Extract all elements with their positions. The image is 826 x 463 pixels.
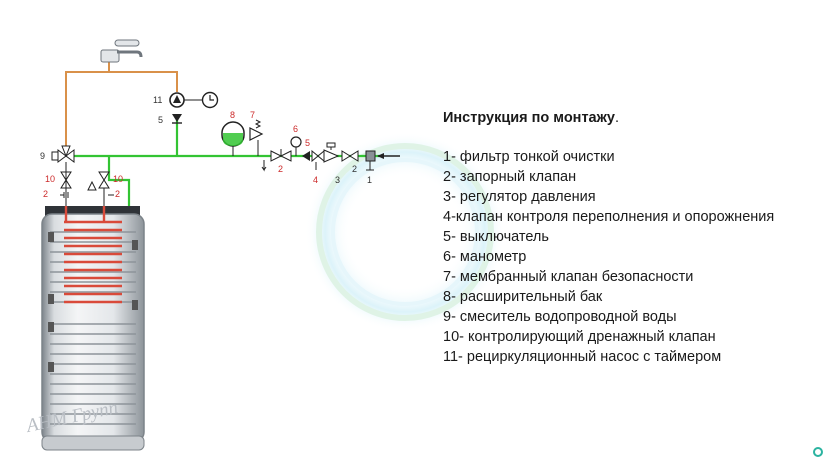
label-2-inlet: 2 xyxy=(352,164,357,174)
instruction-title-text: Инструкция по монтажу xyxy=(443,110,615,126)
drain-valve-left-icon xyxy=(60,162,72,206)
label-9: 9 xyxy=(40,151,45,161)
list-item: 4-клапан контроля переполнения и опорожн… xyxy=(443,209,775,225)
list-item: 1- фильтр тонкой очистки xyxy=(443,149,615,165)
label-10-right: 10 xyxy=(113,174,123,184)
watermark-rings xyxy=(305,132,505,332)
drain-valve-right-icon xyxy=(87,171,114,206)
label-4: 4 xyxy=(313,175,318,185)
list-item: 8- расширительный бак xyxy=(443,289,603,305)
faucet-icon xyxy=(100,39,143,63)
label-5: 5 xyxy=(305,138,310,148)
label-1: 1 xyxy=(367,175,372,185)
hot-water-pipe xyxy=(65,60,178,150)
instruction-title-dot: . xyxy=(614,110,619,126)
expansion-tank-icon xyxy=(221,121,245,156)
list-item: 7- мембранный клапан безопасности xyxy=(443,269,694,285)
filter-icon xyxy=(365,150,376,171)
inlet-arrow-icon xyxy=(377,153,400,159)
label-10-left: 10 xyxy=(45,174,55,184)
switch-icon xyxy=(302,151,310,161)
mixer-valve-icon xyxy=(51,145,75,163)
safety-valve-icon xyxy=(249,119,267,172)
corner-mark-icon xyxy=(813,447,823,457)
label-8: 8 xyxy=(230,110,235,120)
label-5-pump: 5 xyxy=(158,115,163,125)
label-2-right: 2 xyxy=(115,189,120,199)
label-3: 3 xyxy=(335,175,340,185)
list-item: 10- контролирующий дренажный клапан xyxy=(443,329,716,345)
list-item: 3- регулятор давления xyxy=(443,189,596,205)
label-2-main: 2 xyxy=(278,164,283,174)
label-2-left: 2 xyxy=(43,189,48,199)
list-item: 5- выключатель xyxy=(443,229,549,245)
timer-icon xyxy=(201,91,219,109)
label-7: 7 xyxy=(250,110,255,120)
overflow-valve-icon xyxy=(311,149,325,170)
inlet-valve-icon xyxy=(341,150,359,162)
list-item: 11- рециркуляционный насос с таймером xyxy=(443,349,722,365)
list-item: 9- смеситель водопроводной воды xyxy=(443,309,677,325)
water-tank xyxy=(41,206,145,451)
instruction-list: 1- фильтр тонкой очистки 2- запорный кла… xyxy=(443,147,774,367)
pressure-regulator-icon xyxy=(323,142,340,163)
check-valve-icon xyxy=(172,114,182,124)
component-labels: 9 10 2 10 2 11 5 8 7 6 5 2 4 3 2 1 xyxy=(40,95,372,199)
list-item: 2- запорный клапан xyxy=(443,169,577,185)
label-6: 6 xyxy=(293,124,298,134)
recirculation-pump-icon xyxy=(169,92,202,108)
label-11: 11 xyxy=(153,95,162,105)
instruction-panel: Инструкция по монтажу. 1- фильтр тонкой … xyxy=(443,110,774,367)
manometer-icon xyxy=(290,136,302,156)
list-item: 6- манометр xyxy=(443,249,527,265)
instruction-title: Инструкция по монтажу. xyxy=(443,110,774,126)
shutoff-valve-icon xyxy=(270,149,292,162)
